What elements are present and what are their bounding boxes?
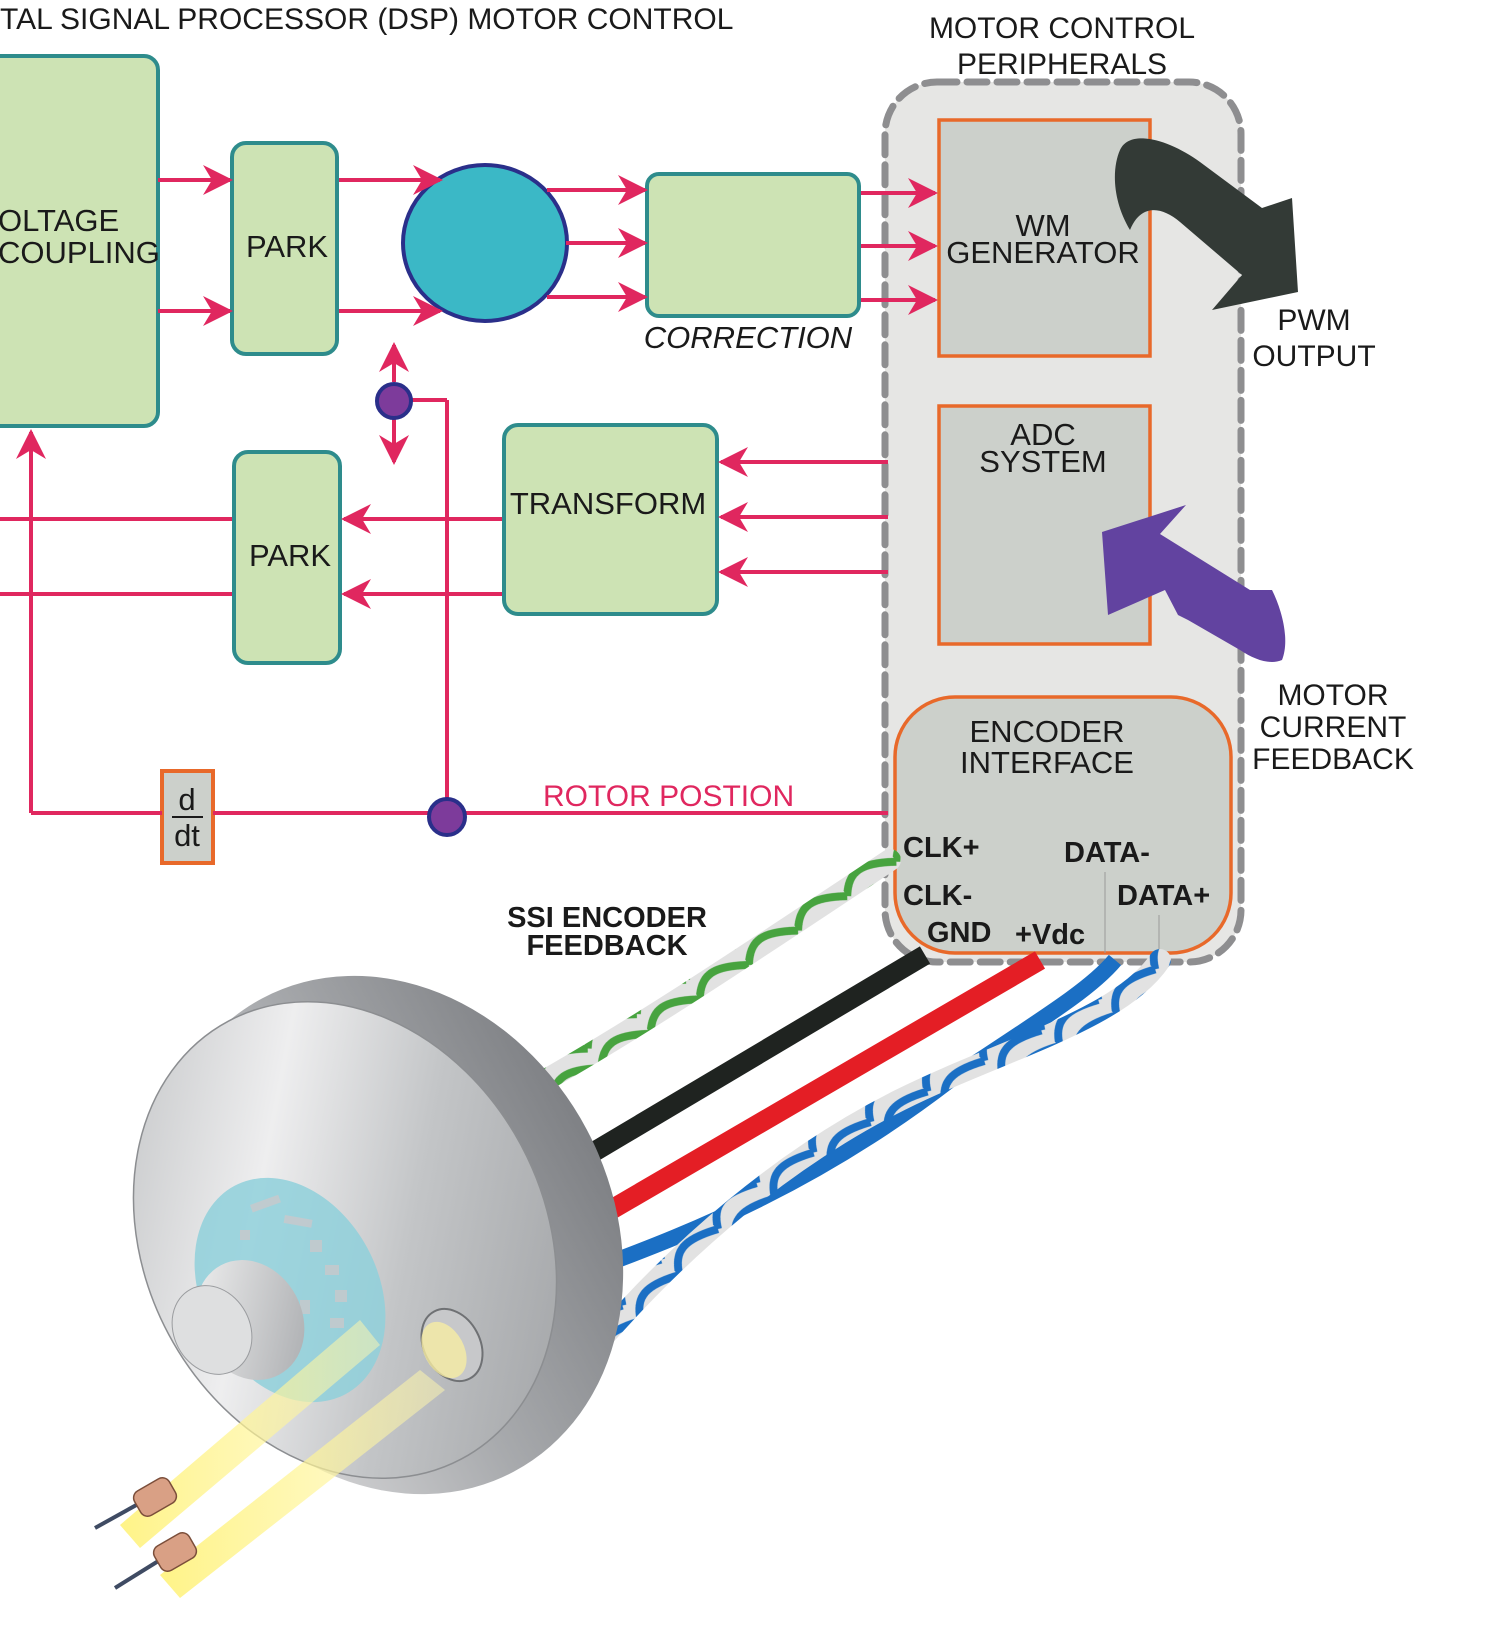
transform-label: TRANSFORM — [510, 486, 706, 521]
pin-data-minus: DATA- — [1064, 837, 1150, 869]
pin-clk-plus: CLK+ — [903, 832, 980, 864]
transform-block[interactable] — [502, 423, 719, 616]
rotor-position-node — [427, 797, 467, 837]
led-emitter-2 — [113, 1532, 198, 1590]
pwm-generator-block[interactable] — [937, 118, 1152, 358]
encoder-illustration — [94, 849, 1171, 1598]
code-disk-pattern — [240, 1194, 347, 1328]
diagram-title: TAL SIGNAL PROCESSOR (DSP) MOTOR CONTROL — [0, 3, 733, 36]
gnd-wire-black — [549, 946, 931, 1184]
encoder-interface-block[interactable] — [893, 695, 1233, 955]
angle-node-top — [375, 382, 413, 420]
pin-data-plus: DATA+ — [1117, 880, 1210, 912]
pin-gnd: GND — [927, 917, 991, 949]
encoder-interface-label-line2: INTERFACE — [960, 745, 1134, 780]
motor-current-feedback-arrow — [1102, 505, 1286, 662]
pwm-output-label-line2: OUTPUT — [1252, 340, 1375, 373]
controller-circle[interactable] — [401, 163, 569, 323]
pwm-generator-label-line1: WM — [1015, 208, 1070, 243]
light-beam-2 — [160, 1370, 445, 1598]
park-block-top[interactable] — [230, 141, 339, 356]
park-block-bottom[interactable] — [232, 450, 342, 665]
peripherals-heading-line1: MOTOR CONTROL — [929, 12, 1195, 45]
pin-clk-minus: CLK- — [903, 880, 972, 912]
clk-twisted-pair-wire — [499, 849, 901, 1111]
park-top-label: PARK — [246, 229, 328, 264]
correction-caption: CORRECTION — [644, 320, 853, 355]
derivative-denominator: dt — [174, 818, 200, 853]
rotor-position-label: ROTOR POSTION — [543, 780, 794, 813]
data-minus-wire-blue — [587, 954, 1122, 1278]
led-emitter-1 — [94, 1477, 178, 1530]
ssi-encoder-label-line2: FEEDBACK — [526, 930, 687, 962]
motor-current-label-line2: CURRENT — [1260, 711, 1407, 744]
pwm-output-label-line1: PWM — [1277, 304, 1350, 337]
voltage-decoupling-label-line1: OLTAGE — [0, 203, 119, 238]
ssi-encoder-label-line1: SSI ENCODER — [507, 902, 707, 934]
data-twisted-pair-wire — [594, 949, 1171, 1346]
adc-system-label-line2: SYSTEM — [979, 444, 1106, 479]
motor-current-label-line1: MOTOR — [1277, 679, 1388, 712]
derivative-numerator: d — [178, 782, 195, 817]
pwm-generator-label-line2: GENERATOR — [946, 235, 1140, 270]
pwm-output-arrow — [1114, 138, 1298, 310]
pin-vdc: +Vdc — [1015, 919, 1085, 951]
light-beam-1 — [120, 1320, 380, 1548]
voltage-decoupling-label-line2: COUPLING — [0, 235, 160, 270]
vdc-wire-red — [579, 951, 1046, 1234]
adc-system-label-line1: ADC — [1010, 417, 1075, 452]
correction-block[interactable] — [645, 172, 861, 318]
voltage-decoupling-block[interactable] — [0, 54, 160, 428]
shaft-end — [171, 1285, 253, 1375]
peripherals-heading-line2: PERIPHERALS — [957, 48, 1167, 81]
sensor-window — [421, 1321, 467, 1379]
motor-current-label-line3: FEEDBACK — [1252, 743, 1414, 776]
signal-lines — [0, 165, 938, 815]
encoder-interface-label-line1: ENCODER — [969, 714, 1124, 749]
park-bottom-label: PARK — [249, 538, 331, 573]
